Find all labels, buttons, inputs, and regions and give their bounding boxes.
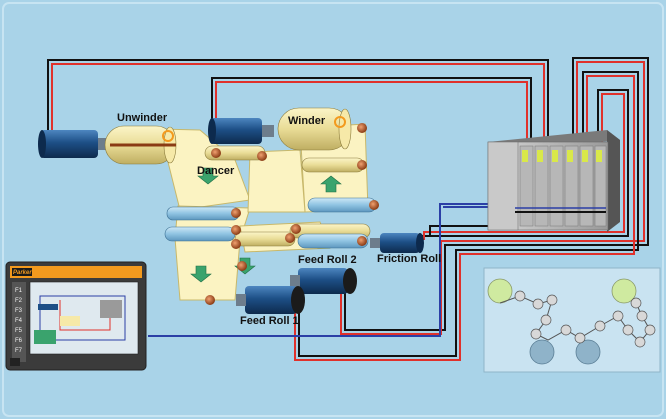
hmi-brand: Parker — [13, 270, 32, 276]
hmi-key-f2[interactable]: F2 — [15, 298, 23, 304]
feed-roll-1-motor — [236, 286, 305, 314]
hmi-key-f3[interactable]: F3 — [15, 308, 23, 314]
roller-caps — [205, 123, 379, 305]
hmi-key-f5[interactable]: F5 — [15, 328, 23, 334]
hmi-key-f7[interactable]: F7 — [15, 348, 23, 354]
feed-roll-1-label: Feed Roll 1 — [240, 315, 299, 327]
winder-label: Winder — [288, 115, 326, 127]
idler-rollers — [164, 145, 377, 249]
friction-roll-motor — [370, 233, 424, 253]
hmi-key-f1[interactable]: F1 — [15, 288, 23, 294]
dancer-label: Dancer — [197, 165, 235, 177]
cable-bundle-top — [47, 57, 649, 361]
feed-roll-2-motor — [290, 268, 357, 294]
friction-roll-label: Friction Roll — [377, 253, 441, 265]
drive-cabinet — [487, 130, 620, 232]
unwinder-label: Unwinder — [117, 112, 168, 124]
feed-roll-2-label: Feed Roll 2 — [298, 254, 357, 266]
unwinder-assembly — [38, 125, 177, 165]
hmi-panel — [5, 261, 147, 371]
web-path-schematic — [483, 267, 661, 373]
hmi-key-f6[interactable]: F6 — [15, 338, 23, 344]
hmi-key-f4[interactable]: F4 — [15, 318, 23, 324]
winder-assembly — [208, 107, 352, 151]
